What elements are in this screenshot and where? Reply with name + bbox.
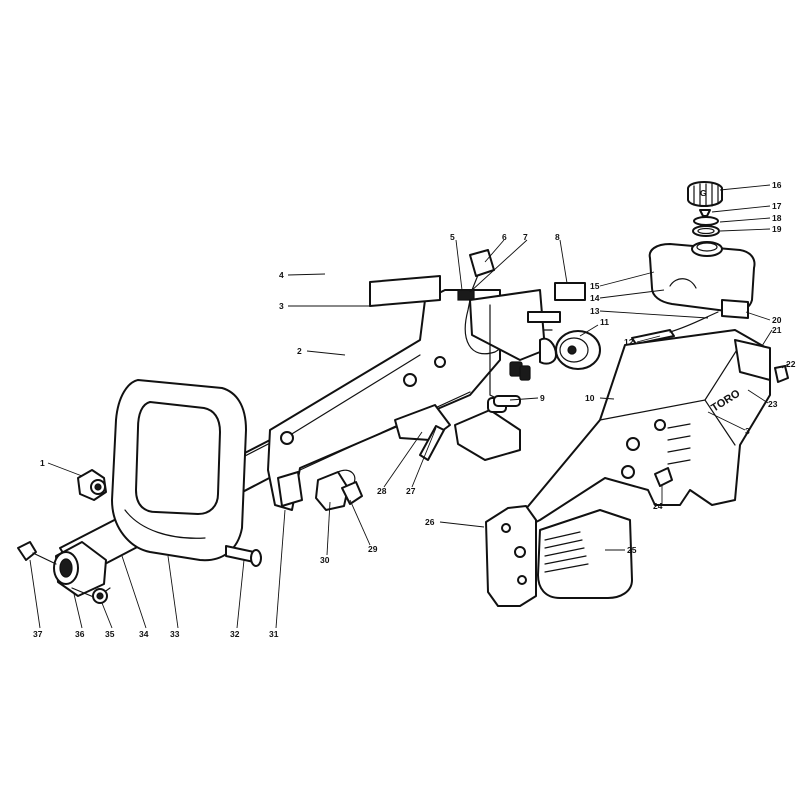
callout-25: 25	[627, 545, 637, 555]
callout-12: 12	[624, 337, 634, 347]
callout-31: 31	[269, 629, 279, 639]
callout-14: 14	[590, 293, 600, 303]
callout-13: 13	[590, 306, 600, 316]
clamp-bolt	[17, 541, 57, 565]
svg-text:G: G	[700, 188, 707, 198]
callout-34: 34	[139, 629, 149, 639]
callout-37: 37	[33, 629, 43, 639]
callout-labels: 1 2 3 3 4 5 6 7 8 9 10 11 12 13 14 15 16…	[33, 180, 796, 639]
callout-36: 36	[75, 629, 85, 639]
callout-20: 20	[772, 315, 782, 325]
switch-bracket	[454, 397, 521, 461]
callout-4: 4	[279, 270, 284, 280]
callout-24: 24	[653, 501, 663, 511]
muffler-guard	[485, 505, 537, 607]
callout-9: 9	[540, 393, 545, 403]
ignition-wire	[464, 249, 553, 355]
callout-3: 3	[279, 301, 284, 311]
callout-23: 23	[768, 399, 778, 409]
callout-7: 7	[523, 232, 528, 242]
housing-screw	[654, 467, 673, 487]
callout-21: 21	[772, 325, 782, 335]
callout-6: 6	[502, 232, 507, 242]
callout-33: 33	[170, 629, 180, 639]
cap-seal	[692, 225, 720, 237]
callout-16: 16	[772, 180, 782, 190]
loop-handle	[111, 379, 247, 562]
callout-35: 35	[105, 629, 115, 639]
callout-29: 29	[368, 544, 378, 554]
spark-plug-clip	[774, 365, 789, 383]
coil-pin	[493, 395, 521, 407]
callout-15: 15	[590, 281, 600, 291]
handle-bolt	[225, 545, 262, 567]
leader-lines	[29, 184, 789, 629]
right-housing-half: TORO	[499, 329, 771, 541]
shaft-coupler	[53, 541, 111, 599]
throttle-trigger	[394, 404, 451, 461]
callout-27: 27	[406, 486, 416, 496]
grommet-pair-left	[509, 361, 531, 381]
left-housing-half	[267, 289, 501, 511]
handle-knob	[77, 469, 107, 501]
decal-right	[554, 282, 586, 301]
stop-switch-wire	[315, 469, 363, 511]
callout-10: 10	[585, 393, 595, 403]
clamp-nut	[92, 588, 108, 604]
callout-1: 1	[40, 458, 45, 468]
callout-18: 18	[772, 213, 782, 223]
callout-30: 30	[320, 555, 330, 565]
callout-8: 8	[555, 232, 560, 242]
callout-28: 28	[377, 486, 387, 496]
callout-19: 19	[772, 224, 782, 234]
cap-retainer	[699, 209, 711, 217]
callout-32: 32	[230, 629, 240, 639]
callout-3b: 3	[745, 426, 750, 436]
fuel-tank	[648, 241, 756, 319]
callout-11: 11	[600, 317, 609, 327]
callout-22: 22	[786, 359, 796, 369]
cap-gasket	[693, 216, 719, 226]
callout-5: 5	[450, 232, 455, 242]
callout-2: 2	[297, 346, 302, 356]
fuel-cap: G	[687, 181, 723, 207]
cylinder-shroud	[537, 509, 633, 599]
starter-pulley	[527, 311, 601, 370]
callout-26: 26	[425, 517, 435, 527]
module-bracket	[469, 289, 546, 401]
callout-17: 17	[772, 201, 782, 211]
decal-left	[369, 275, 441, 307]
